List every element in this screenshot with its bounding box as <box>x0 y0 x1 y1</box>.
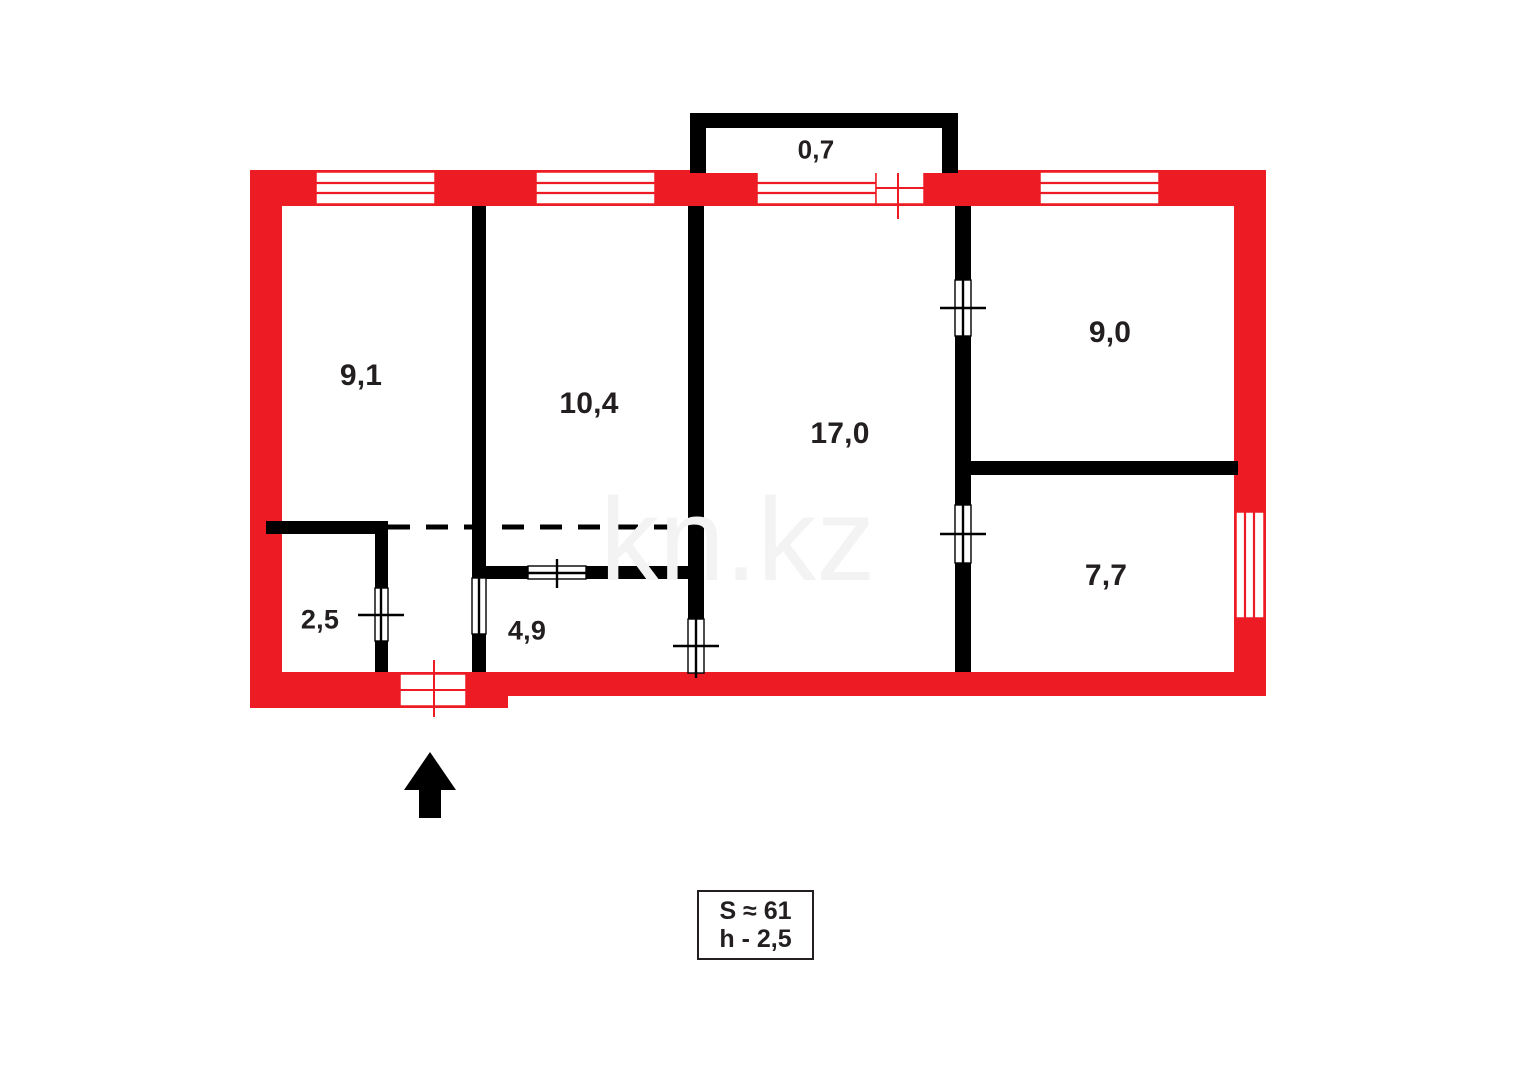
interior-walls <box>266 206 1238 672</box>
interior-wall-9-0-7-7 <box>955 461 1238 475</box>
interior-wall-bath-top <box>266 521 388 534</box>
room-label-0-7-balcony: 0,7 <box>797 134 835 165</box>
door-17-0-left <box>673 614 719 678</box>
room-label-9-1: 9,1 <box>339 359 383 392</box>
interior-wall-9-1-10-4 <box>472 206 486 672</box>
room-label-17-0: 17,0 <box>810 417 870 450</box>
door-9-0 <box>940 274 986 342</box>
room-label-10-4: 10,4 <box>559 387 619 420</box>
summary-info-box: S ≈ 61 h - 2,5 <box>697 890 814 960</box>
entrance-door <box>399 660 467 717</box>
window-right-wall <box>1235 511 1265 619</box>
ceiling-height-text: h - 2,5 <box>719 925 792 953</box>
exterior-walls <box>250 170 1266 708</box>
door-7-7 <box>940 500 986 568</box>
door-openings <box>358 274 986 678</box>
balcony-structure <box>690 113 958 173</box>
exterior-wall-left <box>250 170 282 708</box>
interior-wall-10-4-17-0 <box>688 206 704 672</box>
door-hall-top <box>523 559 591 588</box>
door-bathroom <box>358 583 404 648</box>
total-area-text: S ≈ 61 <box>719 897 792 925</box>
door-hall-to-10-4 <box>471 572 487 640</box>
window-top-1 <box>315 171 436 205</box>
room-label-4-9: 4,9 <box>507 615 547 646</box>
room-label-9-0: 9,0 <box>1088 316 1132 349</box>
window-top-3-balcony <box>756 171 877 205</box>
room-label-2-5: 2,5 <box>300 604 340 635</box>
windows-top-wall <box>315 158 1160 219</box>
room-label-7-7: 7,7 <box>1084 559 1128 592</box>
window-top-4 <box>1039 171 1160 205</box>
exterior-wall-bottom-left <box>250 672 508 708</box>
window-top-2 <box>535 171 656 205</box>
entrance-direction-arrow <box>404 752 456 818</box>
exterior-wall-bottom-right <box>492 672 1266 696</box>
